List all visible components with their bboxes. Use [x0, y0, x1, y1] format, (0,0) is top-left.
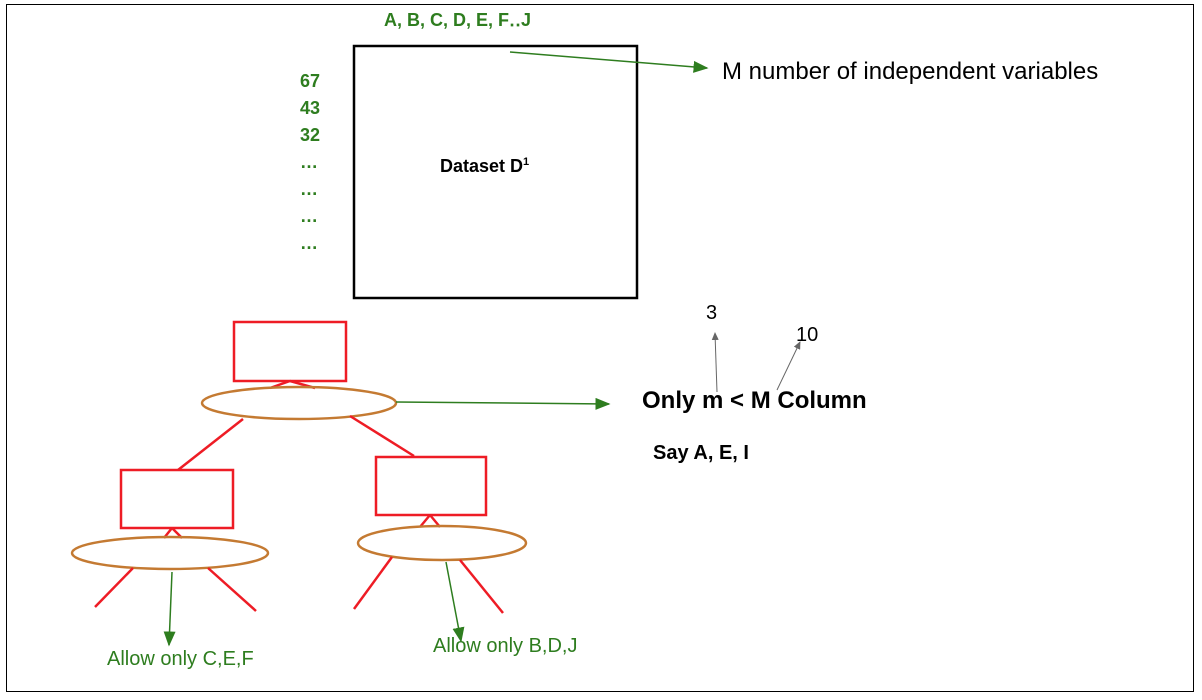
row-value: 67 — [300, 71, 321, 91]
root-arrow — [395, 397, 611, 410]
say-text: Say A, E, I — [653, 442, 749, 464]
left-node-box — [119, 468, 235, 530]
annotation-10: 10 — [796, 324, 819, 346]
row-value: 32 — [300, 125, 321, 145]
branch-left — [177, 418, 244, 471]
arrow-3 — [711, 332, 719, 393]
m-variables-label: M number of independent variables — [722, 58, 1099, 85]
row-value: 43 — [300, 98, 321, 118]
only-m-text: Only m < M Column — [642, 387, 867, 414]
allow-right-label: Allow only B,D,J — [433, 635, 578, 657]
arrow-10 — [776, 341, 801, 391]
column-headers: A, B, C, D, E, F‥J — [384, 10, 532, 30]
diagram-frame — [6, 4, 1194, 692]
row-values: 67 43 32 … … … … — [300, 68, 320, 257]
root-split-ellipse — [200, 385, 398, 421]
dataset-superscript: 1 — [523, 156, 530, 168]
right-split-ellipse — [356, 524, 528, 562]
row-value: … — [300, 206, 318, 226]
annotation-3: 3 — [706, 302, 718, 324]
allow-left-label: Allow only C,E,F — [107, 648, 254, 670]
branch-right — [349, 414, 415, 458]
right-node-box — [374, 455, 488, 517]
right-arrow — [445, 561, 465, 643]
m-arrow — [509, 51, 709, 73]
dataset-box — [352, 44, 639, 300]
dataset-label: Dataset D1 — [440, 156, 530, 176]
left-arrow — [163, 571, 176, 647]
row-value: … — [300, 179, 318, 199]
left-split-ellipse — [70, 535, 270, 571]
row-value: … — [300, 152, 318, 172]
root-node-box — [232, 320, 348, 383]
row-value: … — [300, 233, 318, 253]
